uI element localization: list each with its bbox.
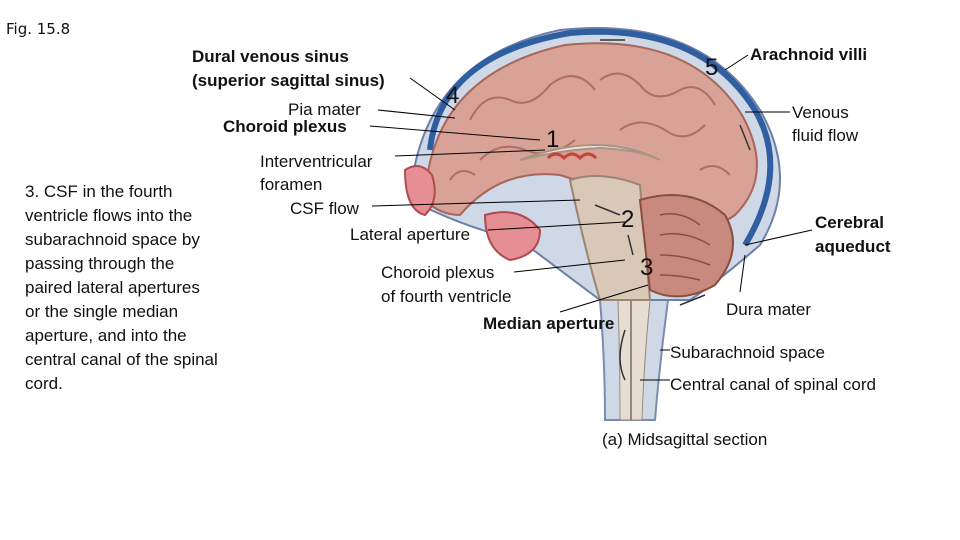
label-cerebral: Cerebral	[815, 213, 884, 232]
superior-sagittal-sinus	[427, 28, 774, 247]
label-median-aperture: Median aperture	[483, 314, 615, 333]
corpus-callosum	[519, 144, 661, 161]
label-venous: Venous	[792, 103, 849, 122]
label-csf-flow: CSF flow	[290, 199, 359, 218]
label-fluid-flow: fluid flow	[792, 126, 859, 145]
sphenoid-sinus	[483, 211, 542, 262]
label-choroid-plexus-fourth: Choroid plexus	[381, 263, 495, 282]
cortex-sulci	[449, 72, 731, 181]
choroid-plexus-third-ventricle	[546, 152, 598, 161]
label-central-canal: Central canal of spinal cord	[670, 375, 877, 394]
label-pia-mater: Pia mater	[288, 100, 361, 119]
label-lateral-aperture: Lateral aperture	[350, 225, 471, 244]
step-number-5: 5	[705, 54, 719, 81]
figure-number: Fig. 15.8	[6, 20, 71, 38]
step-number-2: 2	[621, 206, 635, 233]
cerebrum	[423, 42, 758, 229]
step-3-description: 3. CSF in the fourth ventricle flows int…	[25, 182, 218, 393]
spinal-cord	[598, 299, 670, 421]
cerebellum	[638, 194, 734, 298]
cerebellum-folia	[659, 213, 711, 281]
step-number-3: 3	[640, 254, 654, 281]
label-aqueduct: aqueduct	[815, 237, 891, 256]
label-foramen: foramen	[260, 175, 323, 194]
label-dura-mater: Dura mater	[726, 300, 812, 319]
frontal-sinus	[403, 165, 436, 217]
label-interventricular: Interventricular	[260, 152, 373, 171]
step-number-1: 1	[546, 126, 560, 153]
label-dural-venous-sinus: Dural venous sinus	[192, 47, 349, 66]
step-number-4: 4	[446, 82, 460, 109]
csf-flow-arrows	[594, 39, 751, 381]
caption-midsagittal-section: (a) Midsagittal section	[602, 430, 768, 449]
leader-lines	[369, 54, 813, 381]
label-arachnoid-villi: Arachnoid villi	[750, 45, 868, 64]
label-subarachnoid-space: Subarachnoid space	[670, 343, 826, 362]
label-choroid-plexus: Choroid plexus	[223, 117, 347, 136]
label-of-fourth-ventricle: of fourth ventricle	[381, 287, 512, 306]
label-superior-sagittal-sinus: (superior sagittal sinus)	[192, 71, 385, 90]
